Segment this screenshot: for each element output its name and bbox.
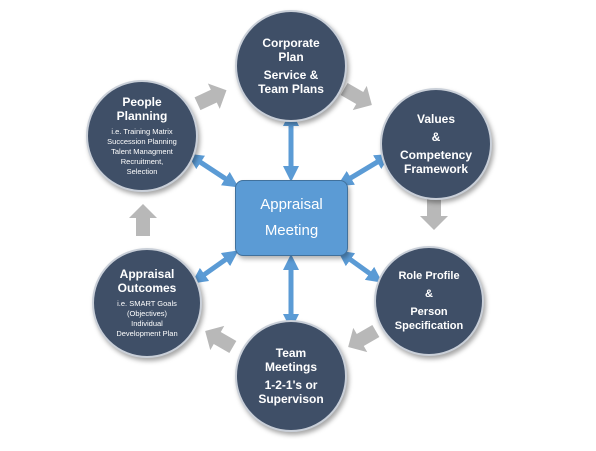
cycle-arrow-team-to-outcomes [205,325,237,354]
node-title: Specification [394,320,464,332]
node-subtitle: Talent Managment [111,147,173,156]
node-title: Framework [403,162,469,176]
node-title: & [431,130,441,144]
node-title: Planning [116,109,168,123]
node-title: 1-2-1's or [264,378,318,392]
cycle-arrow-corporate-to-values [340,82,372,111]
node-people-planning: People Planning i.e. Training Matrix Suc… [86,80,198,192]
cycle-arrow-values-to-role [420,198,448,230]
node-values-competency: Values & Competency Framework [380,88,492,200]
node-title: Team [275,346,307,360]
node-subtitle: i.e. SMART Goals [117,299,177,308]
connector-outcomes [191,250,239,284]
node-title: Role Profile [398,270,460,282]
node-subtitle: Individual [131,319,163,328]
node-subtitle: Development Plan [116,329,178,338]
node-subtitle: Succession Planning [107,137,177,146]
node-title: People [122,95,162,109]
node-title: Team Plans [258,82,324,96]
connector-values [337,153,391,187]
connector-people [187,153,239,188]
node-subtitle: Selection [126,167,158,176]
node-title: Supervison [258,392,324,406]
node-title: Plan [278,50,304,64]
center-appraisal-meeting: Appraisal Meeting [235,180,348,256]
node-title: Person [410,306,448,318]
node-title: Outcomes [117,281,177,295]
node-title: Values [416,112,456,126]
node-team-meetings: Team Meetings 1-2-1's or Supervison [235,320,347,432]
node-role-profile: Role Profile & Person Specification [374,246,484,356]
node-title: Appraisal [119,267,175,281]
node-subtitle: i.e. Training Matrix [111,127,173,136]
node-title: & [425,288,433,300]
node-appraisal-outcomes: Appraisal Outcomes i.e. SMART Goals (Obj… [92,248,202,358]
node-subtitle: (Objectives) [126,309,167,318]
cycle-arrow-outcomes-to-people [129,204,157,236]
cycle-arrow-role-to-team [348,324,380,353]
node-title: Corporate [262,36,320,50]
connector-role [337,250,383,283]
node-title: Meetings [264,360,317,374]
node-title: Service & [263,68,319,82]
node-title: Competency [399,148,473,162]
center-label: Appraisal [260,196,323,213]
node-subtitle: Recruitment, [120,157,164,166]
center-label: Meeting [264,222,319,239]
cycle-arrow-people-to-corporate [194,83,227,111]
node-corporate-plan: Corporate Plan Service & Team Plans [235,10,347,122]
